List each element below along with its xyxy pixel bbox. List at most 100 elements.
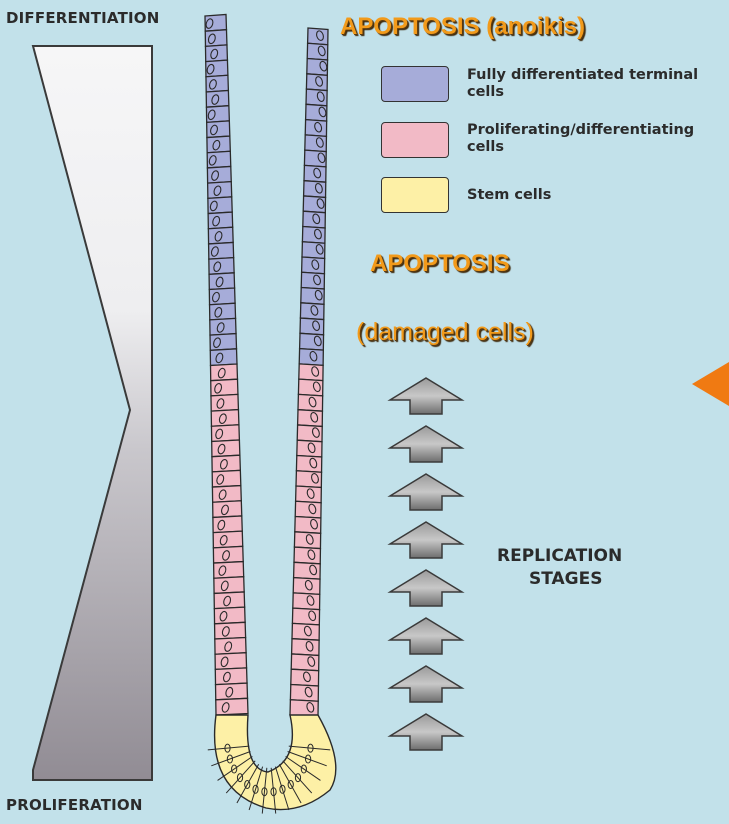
crypt-cell — [297, 425, 322, 442]
crypt-cell — [208, 182, 232, 199]
crypt-cell — [215, 638, 246, 655]
crypt-cell — [298, 394, 323, 411]
crypt-cell — [209, 288, 235, 305]
crypt-cell — [302, 226, 325, 243]
legend-swatch — [381, 122, 449, 158]
crypt-cell — [212, 470, 241, 487]
crypt-cell — [212, 486, 241, 503]
crypt-cell — [215, 622, 246, 639]
crypt-cell — [211, 425, 239, 442]
crypt-cell — [214, 562, 244, 579]
crypt-cell — [205, 30, 227, 47]
crypt-cell — [213, 546, 243, 563]
up-arrow-icon — [390, 618, 462, 654]
crypt-cell — [290, 684, 318, 701]
crypt-cell — [210, 349, 237, 366]
crypt-cell — [206, 60, 228, 77]
crypt-cell — [302, 242, 325, 259]
crypt-cell — [206, 90, 229, 107]
crypt-cell — [207, 121, 230, 138]
crypt-cell — [296, 455, 321, 472]
legend-swatch — [381, 66, 449, 102]
crypt-cell — [208, 212, 233, 229]
crypt-cell — [215, 668, 247, 685]
crypt-cell — [308, 28, 328, 45]
replication-label-line2: STAGES — [529, 569, 603, 589]
crypt-cell — [207, 166, 231, 183]
up-arrow-icon — [390, 474, 462, 510]
crypt-cell — [302, 257, 325, 274]
crypt-cell — [215, 653, 247, 670]
crypt-cell — [294, 532, 320, 549]
crypt-cell — [294, 547, 320, 564]
crypt-cell — [206, 106, 229, 123]
damaged-cells-title: (damaged cells) — [356, 318, 534, 347]
crypt-cell — [210, 303, 236, 320]
replication-label-line1: REPLICATION — [497, 546, 622, 566]
crypt-cell — [296, 486, 322, 503]
crypt-cell — [209, 273, 235, 290]
up-arrow-icon — [390, 570, 462, 606]
crypt-cell — [293, 593, 320, 610]
crypt-cell — [292, 623, 319, 640]
crypt-cell — [303, 196, 325, 213]
crypt-cell — [216, 698, 248, 715]
crypt-cell — [206, 75, 228, 92]
up-arrow-icon — [390, 522, 462, 558]
crypt-cell — [214, 577, 244, 594]
crypt-cell — [306, 104, 327, 121]
crypt-cell — [210, 318, 236, 335]
crypt-base — [208, 715, 336, 814]
crypt-cell — [210, 334, 237, 351]
crypt-cell — [216, 683, 248, 700]
crypt-cell — [306, 74, 327, 91]
crypt-cell — [295, 517, 321, 534]
apoptosis-anoikis-title: APOPTOSIS (anoikis) — [340, 13, 585, 41]
crypt-cell — [296, 471, 322, 488]
legend-swatch — [381, 177, 449, 213]
legend-label: Stem cells — [467, 187, 727, 204]
crypt-cell — [300, 303, 324, 320]
crypt-cell — [212, 440, 240, 457]
crypt-cell — [299, 364, 323, 381]
crypt-cell — [301, 272, 324, 289]
crypt-cell — [298, 379, 322, 396]
apoptosis-title: APOPTOSIS — [370, 250, 510, 278]
crypt-cell — [211, 379, 238, 396]
crypt-cell — [307, 43, 328, 60]
crypt-cell — [297, 440, 322, 457]
crypt-cell — [293, 578, 320, 595]
crypt-cell — [292, 608, 319, 625]
crypt-cell — [213, 516, 242, 533]
crypt-cell — [209, 242, 234, 259]
crypt-cell — [208, 227, 233, 244]
crypt-cell — [205, 45, 227, 62]
proliferation-label: PROLIFERATION — [6, 796, 143, 814]
crypt-cell — [301, 288, 324, 305]
crypt-cell — [291, 669, 319, 686]
crypt-cell — [209, 258, 234, 275]
crypt-cell — [304, 150, 326, 167]
crypt-cell — [305, 120, 326, 137]
crypt-cell — [307, 59, 328, 76]
crypt-cell — [295, 501, 321, 518]
crypt-cell — [305, 135, 327, 152]
crypt-cell — [213, 531, 243, 548]
crypt-cell — [207, 136, 230, 153]
crypt-cell — [304, 181, 326, 198]
intestinal-crypt — [205, 15, 336, 814]
crypt-cell — [294, 562, 321, 579]
crypt-cell — [299, 349, 323, 366]
crypt-cell — [291, 654, 319, 671]
legend-label: Proliferating/differentiating cells — [467, 122, 729, 156]
crypt-cell — [211, 364, 238, 381]
crypt-cell — [211, 394, 238, 411]
crypt-cell — [304, 165, 326, 182]
up-arrow-icon — [390, 666, 462, 702]
replication-arrows — [390, 378, 462, 750]
crypt-cell — [298, 410, 323, 427]
legend-label: Fully differentiated terminal cells — [467, 67, 727, 101]
crypt-cell — [205, 15, 227, 32]
differentiation-label: DIFFERENTIATION — [6, 9, 160, 27]
